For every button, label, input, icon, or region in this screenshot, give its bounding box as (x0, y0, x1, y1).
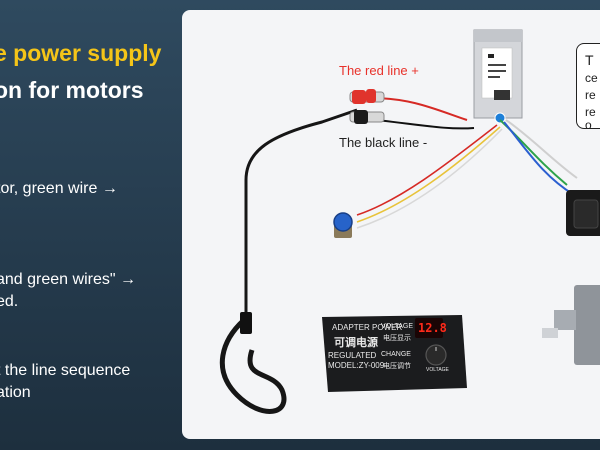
wiring-photo-illustration (219, 29, 600, 414)
title-line-2: on for motors (0, 77, 144, 103)
white-wire (505, 119, 578, 179)
adapter-brand-text: ADAPTER POWER (332, 323, 403, 332)
rocker-switch (566, 190, 600, 236)
text-line-2: and green wires" → (0, 271, 136, 288)
callout-fragment-1: T (585, 52, 594, 68)
pot-white-wire (356, 128, 503, 229)
dc-plug (240, 312, 252, 334)
knob-label: VOLTAGE (426, 367, 449, 373)
callout-fragment-4: re (585, 105, 596, 119)
adapter-model-text: MODEL:ZY-009 (328, 361, 385, 370)
text-line-3: ed. (0, 293, 19, 310)
potentiometer (333, 212, 353, 238)
adapter-voltage-label: VOLTAGE (381, 323, 414, 330)
text-line-1: tor, green wire → (0, 180, 118, 197)
motor-bracket (542, 285, 600, 365)
power-adapter (322, 315, 467, 392)
callout-fragment-2: ce (585, 71, 598, 85)
pot-yellow-wire (356, 126, 501, 223)
blue-wire (503, 121, 575, 196)
red-clip-wire (371, 97, 468, 121)
callout-fragment-5: o (585, 118, 592, 132)
adapter-change-label: CHANGE (381, 351, 411, 358)
callout-box: T ce re re o (576, 43, 600, 132)
product-photo-panel: The red line + The black line - T ce re … (182, 10, 600, 439)
pot-red-wire (356, 124, 498, 216)
adapter-cn-title: 可调电源 (334, 337, 378, 349)
adapter-voltage-cn: 电压显示 (383, 335, 411, 342)
adapter-power-cable (219, 318, 287, 414)
red-alligator-clip (349, 89, 385, 104)
text-line-4: t the line sequence (0, 362, 131, 379)
title-line-1: e power supply (0, 40, 162, 66)
text-line-5: ation (0, 384, 31, 401)
left-text-column: e power supply on for motors tor, green … (0, 0, 182, 450)
adapter-regulated-text: REGULATED (328, 351, 377, 360)
voltage-display: 12.8 (418, 321, 447, 335)
red-line-label: The red line + (339, 63, 419, 78)
black-line-label: The black line - (339, 135, 428, 150)
black-clip-wire (376, 119, 475, 130)
motor-speed-controller (473, 29, 523, 124)
callout-fragment-3: re (585, 88, 596, 102)
black-alligator-clip (349, 110, 385, 124)
dc-output-cable (244, 108, 358, 328)
adapter-change-cn: 电压调节 (383, 363, 411, 370)
